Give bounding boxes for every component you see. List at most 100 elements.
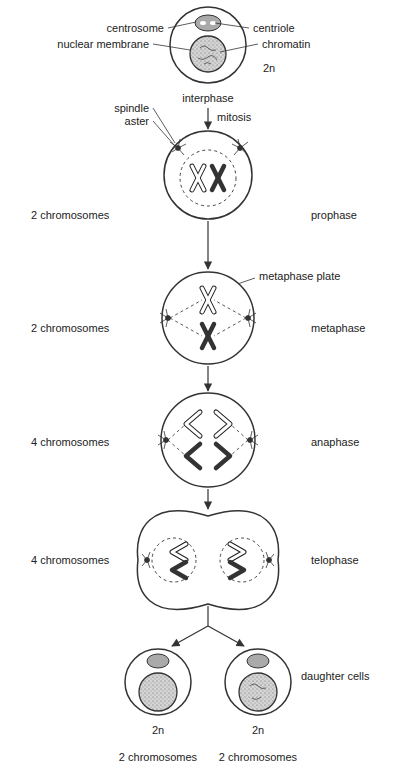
cell-drawing-line: [192, 166, 204, 190]
stage-label: centriole: [252, 22, 296, 35]
cell-drawing-line: [207, 606, 208, 626]
telophase-cell: [137, 511, 278, 610]
stage-label: prophase: [310, 209, 358, 222]
cell-drawing-line: [178, 144, 186, 148]
leader-lines: [153, 22, 258, 290]
cell-drawing-g: [192, 166, 224, 190]
cell-drawing-line: [248, 309, 250, 318]
cell-drawing-line: [234, 148, 240, 155]
stage-label: nuclear membrane: [56, 38, 150, 51]
cell-drawing-circle: [161, 393, 255, 487]
cell-drawing-circle: [152, 538, 196, 582]
stage-label: anaphase: [310, 436, 360, 449]
cell-drawing-circle: [225, 649, 291, 715]
cell-drawing-path: [198, 46, 217, 64]
cell-drawing-line: [220, 44, 258, 52]
stage-label: 2 chromosomes: [30, 209, 110, 222]
cell-drawing-line: [170, 300, 202, 318]
cell-drawing-path: [216, 412, 230, 436]
cell-drawing-line: [230, 440, 248, 456]
stage-label: 4 chromosomes: [30, 436, 110, 449]
cell-drawing-line: [269, 554, 274, 560]
cell-drawing-line: [202, 324, 214, 348]
cell-drawing-line: [178, 148, 184, 155]
cell-drawing-line: [202, 288, 214, 312]
stage-label: 2n: [151, 724, 165, 737]
cell-drawing-circle: [139, 673, 177, 711]
stage-label: mitosis: [216, 111, 252, 124]
cell-drawing-line: [178, 139, 180, 148]
cell-drawing-line: [214, 318, 246, 336]
cell-drawing-line: [142, 554, 147, 560]
stage-label: metaphase plate: [258, 270, 341, 283]
cell-drawing-path: [230, 544, 244, 560]
cell-drawing-path: [172, 562, 186, 578]
cell-drawing-line: [250, 440, 252, 449]
cell-drawing-line: [238, 139, 240, 148]
stage-label: aster: [124, 115, 150, 128]
cell-drawing-g: [186, 412, 230, 468]
cell-drawing-path: [216, 444, 230, 468]
cell-drawing-line: [208, 626, 244, 646]
cell-drawing-line: [269, 560, 274, 566]
cell-drawing-line: [166, 309, 168, 318]
cell-drawing-line: [207, 221, 208, 269]
cell-drawing-line: [202, 288, 214, 312]
cell-drawing-path: [230, 544, 244, 560]
cell-drawing-g: [168, 424, 248, 456]
cell-drawing-circle: [164, 131, 252, 219]
cell-drawing-line: [164, 431, 166, 440]
cell-drawing-line: [202, 324, 214, 348]
cell-drawing-line: [170, 142, 178, 148]
cell-drawing-circle: [220, 538, 264, 582]
stage-label: 2n: [251, 724, 265, 737]
cell-drawing-path: [250, 684, 266, 699]
cell-drawing-line: [214, 300, 246, 318]
anaphase-cell: [158, 393, 258, 487]
interphase-cell: [170, 7, 246, 83]
cell-drawing-line: [170, 318, 202, 336]
stage-label: metaphase: [310, 322, 366, 335]
prophase-cell: [164, 131, 252, 219]
cell-drawing-g: [160, 309, 256, 327]
cell-drawing-line: [172, 626, 208, 646]
cell-drawing-line: [142, 560, 147, 566]
metaphase-cell: [160, 272, 256, 364]
cell-drawing-line: [240, 148, 246, 153]
cell-drawing-path: [216, 412, 230, 436]
stage-label: 4 chromosomes: [30, 554, 110, 567]
cell-drawing-line: [232, 144, 240, 148]
cell-drawing-ellipse: [147, 654, 169, 668]
cell-drawing-circle: [162, 272, 254, 364]
cell-drawing-circle: [239, 673, 277, 711]
cell-drawing-line: [266, 552, 269, 560]
cell-drawing-g: [158, 431, 258, 449]
cell-drawing-ellipse: [247, 654, 269, 668]
cell-drawing-circle: [180, 150, 236, 206]
cell-drawing-line: [164, 440, 166, 449]
cell-drawing-line: [248, 318, 250, 327]
cell-drawing-ellipse: [200, 21, 206, 25]
stage-label: centrosome: [106, 22, 165, 35]
stage-label: chromatin: [261, 38, 311, 51]
stage-label: 2n: [262, 62, 276, 75]
stage-label: daughter cells: [300, 670, 371, 683]
cell-drawing-line: [166, 318, 168, 327]
cell-drawing-line: [168, 424, 186, 440]
cell-drawing-line: [207, 489, 208, 509]
cell-drawing-circle: [190, 36, 226, 72]
cell-drawing-circle: [125, 649, 191, 715]
cell-drawing-path: [186, 444, 200, 468]
stage-label: telophase: [310, 554, 360, 567]
cell-drawing-path: [172, 544, 186, 560]
cell-drawing-g: [170, 139, 248, 155]
cell-drawing-line: [266, 560, 269, 568]
daughter-cell: [225, 649, 291, 715]
cell-drawing-circle: [170, 7, 246, 83]
cell-drawing-line: [147, 552, 150, 560]
cell-drawing-line: [172, 148, 178, 152]
cell-drawing-path: [230, 562, 244, 578]
cell-drawing-line: [212, 166, 224, 190]
cell-drawing-g: [142, 552, 274, 568]
